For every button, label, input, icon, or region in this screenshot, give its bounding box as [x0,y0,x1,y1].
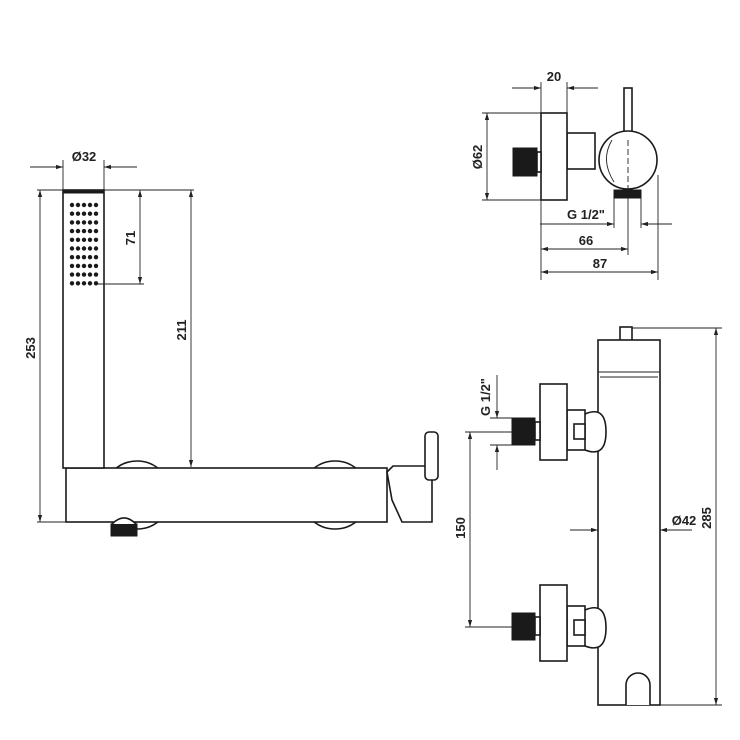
spray-nozzle [87,228,93,234]
spray-nozzle [87,263,93,269]
spray-nozzle [69,246,75,251]
spray-nozzle [69,255,75,260]
dim-plate-diameter: Ø62 [470,145,485,170]
spray-nozzle [93,263,99,269]
dim-body-diameter: Ø42 [672,513,697,528]
spray-nozzle [75,237,81,242]
spray-nozzle [75,228,81,234]
mixer-body [65,467,388,523]
inlet-upper [511,383,607,461]
spray-nozzle [81,202,87,208]
spray-nozzle [81,281,87,286]
spray-nozzle [87,246,93,251]
spray-nozzle [69,211,75,216]
spray-nozzle [87,255,93,260]
spray-nozzle [69,228,75,234]
spray-nozzle [93,246,99,251]
dim-outlet-thread: G 1/2" [567,207,605,222]
spray-nozzle [75,220,81,225]
spray-nozzle [81,272,87,277]
mixer-handle [386,465,433,523]
handle-lever [424,431,439,481]
spray-nozzle [69,272,75,277]
spray-nozzle [81,255,87,260]
spray-nozzle [75,211,81,216]
spray-nozzle [81,237,87,242]
spray-nozzle [93,272,99,277]
spray-nozzle [69,220,75,225]
dim-inlet-spacing: 150 [453,517,468,539]
spray-nozzle [75,281,81,286]
spray-nozzle [93,202,99,208]
outlet-nut-side [613,189,642,199]
inlet-nut-side [512,147,538,177]
dim-plate-depth: 20 [547,69,561,84]
dim-hand-shower-211: 211 [174,320,189,341]
spray-nozzles [69,202,99,286]
dim-overall-height: 253 [23,337,38,359]
spray-nozzle [69,237,75,242]
spray-nozzle [93,281,99,286]
spray-nozzle [81,228,87,234]
dim-total-projection: 87 [593,256,607,271]
spray-nozzle [87,272,93,277]
outlet-dome [111,517,137,525]
spray-nozzle [87,281,93,286]
rear-view: G 1/2" 150 Ø42 285 [453,326,722,706]
spray-nozzle [93,237,99,242]
dim-outlet-projection: 66 [579,233,593,248]
connector [566,132,596,170]
side-view: 20 Ø62 G 1/2" 66 87 [470,69,672,280]
spray-nozzle [93,228,99,234]
spray-nozzle [75,202,81,208]
spray-nozzle [87,237,93,242]
spray-nozzle [93,220,99,225]
spray-nozzle [69,281,75,286]
spray-nozzle [75,246,81,251]
spray-nozzle [75,272,81,277]
dim-spray-face: 71 [123,231,138,245]
spray-nozzle [87,202,93,208]
spray-nozzle [69,263,75,269]
spray-nozzle [81,211,87,216]
lever-stem [623,87,633,135]
top-pin [619,326,633,342]
dim-inlet-thread: G 1/2" [478,378,493,416]
hand-shower [62,189,105,469]
front-view: Ø32 71 211 253 [23,149,439,537]
spray-nozzle [93,211,99,216]
spray-nozzle [81,220,87,225]
spray-nozzle [69,202,75,208]
spray-nozzle [75,263,81,269]
hand-shower-holder [625,672,651,705]
inlet-lower [511,584,607,662]
outlet-nut [110,523,138,537]
spray-nozzle [93,255,99,260]
dim-hand-shower-diameter: Ø32 [72,149,97,164]
spray-nozzle [87,211,93,216]
spray-nozzle [75,255,81,260]
dim-body-height: 285 [699,507,714,529]
thermostat-body [597,339,661,706]
spray-nozzle [87,220,93,225]
wall-plate-side [540,112,568,201]
spray-nozzle [81,263,87,269]
spray-nozzle [81,246,87,251]
